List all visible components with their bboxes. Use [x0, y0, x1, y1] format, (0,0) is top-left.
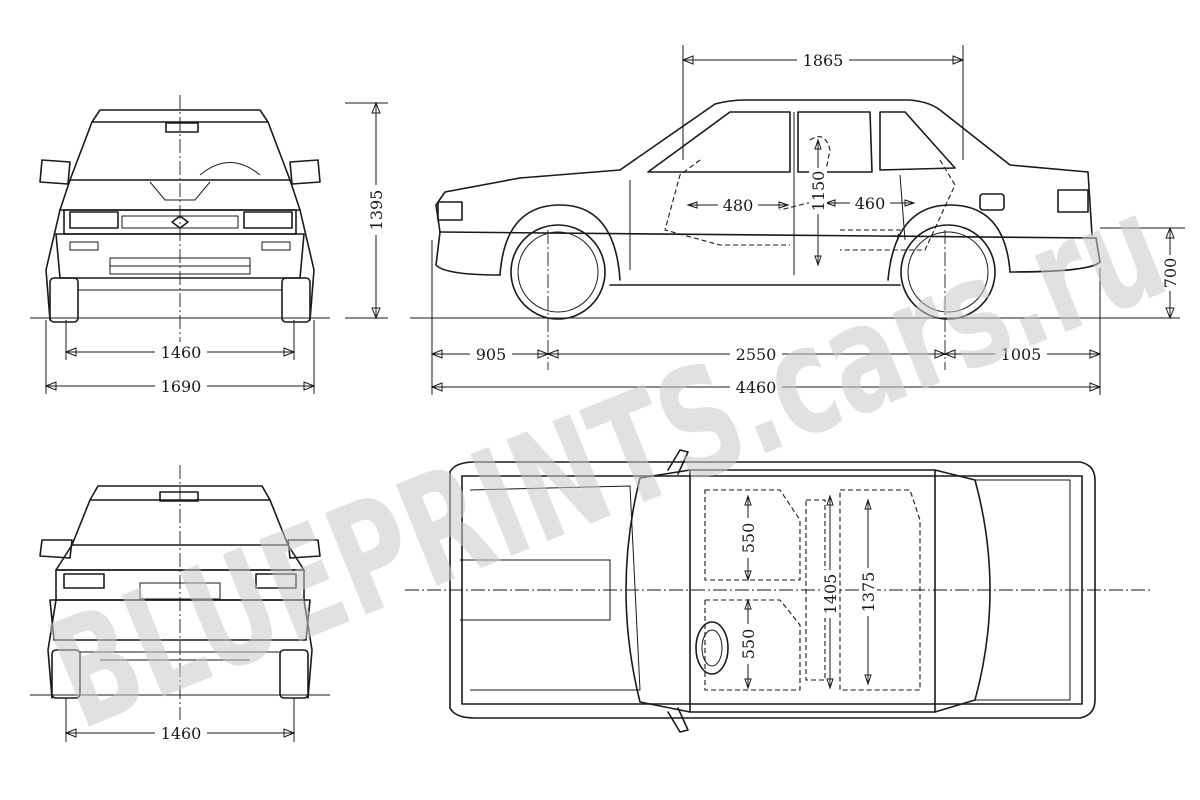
- interior-height-label: 1150: [809, 171, 828, 212]
- wheelbase-label: 2550: [736, 345, 777, 364]
- front-width-label: 1690: [161, 377, 202, 396]
- side-view: 1865 480 460 1150 700 905 2550 1005: [410, 45, 1185, 397]
- rear-overhang-label: 1005: [1001, 345, 1042, 364]
- interior-rear-width-label: 1375: [859, 572, 878, 613]
- front-track-label: 1460: [161, 343, 202, 362]
- rear-track-label: 1460: [161, 724, 202, 743]
- front-seat-distance-label: 480: [723, 196, 754, 215]
- top-front-seat-width-2-label: 550: [739, 629, 758, 660]
- bumper-height-label: 700: [1161, 258, 1180, 289]
- overall-length-label: 4460: [736, 378, 777, 397]
- top-view: 550 550 1405 1375: [405, 449, 1150, 733]
- rear-seat-distance-label: 460: [855, 194, 886, 213]
- top-front-seat-width-label: 550: [739, 523, 758, 554]
- front-view: 1460 1690 1395: [30, 95, 388, 396]
- front-height-label: 1395: [367, 190, 386, 231]
- front-overhang-label: 905: [476, 345, 507, 364]
- interior-front-width-label: 1405: [821, 574, 840, 615]
- roof-length-label: 1865: [803, 51, 844, 70]
- rear-view: 1460: [30, 465, 330, 743]
